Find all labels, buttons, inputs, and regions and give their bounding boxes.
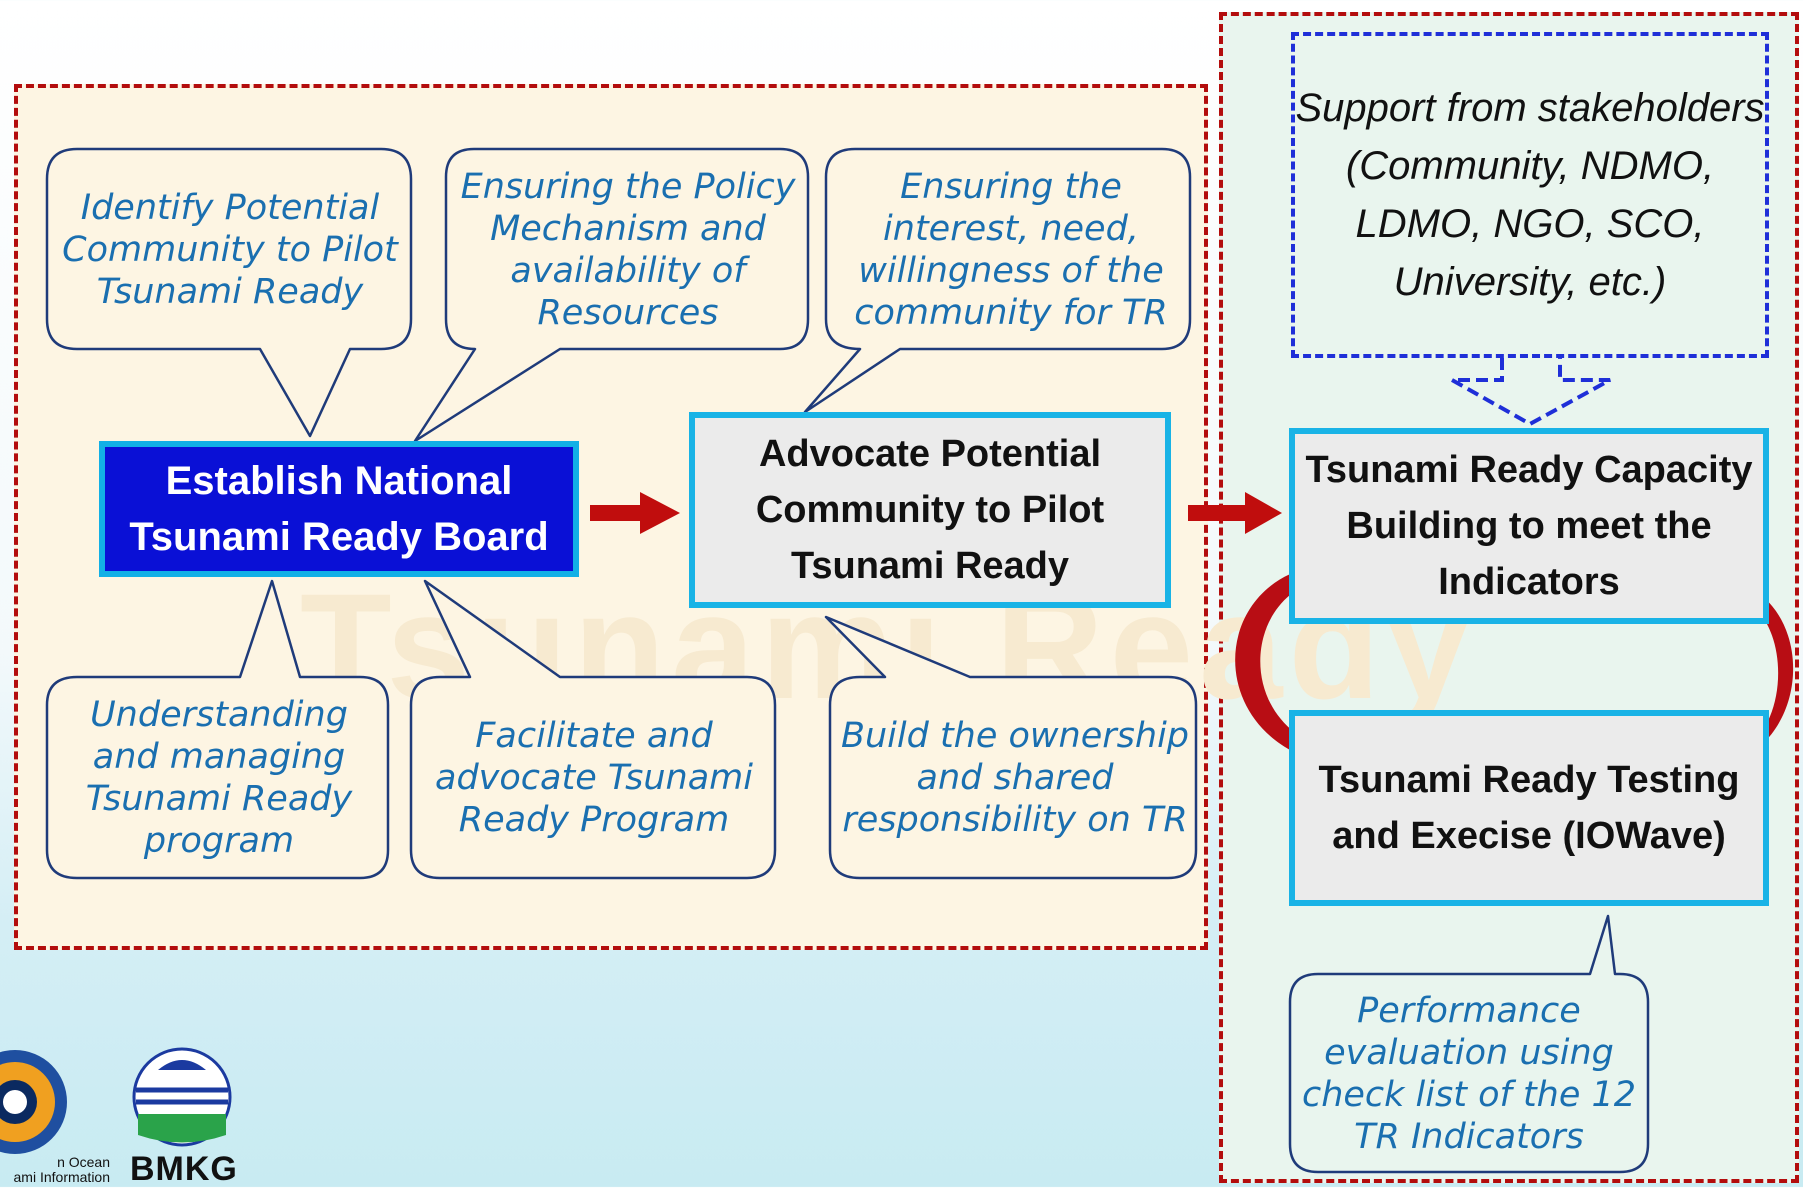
- testing-exercise-box: Tsunami Ready Testing and Execise (IOWav…: [1289, 710, 1769, 906]
- bubble-performance: Performance evaluation using check list …: [1301, 991, 1637, 1157]
- establish-board-box: Establish National Tsunami Ready Board: [99, 441, 579, 577]
- bubble-facilitate: Facilitate and advocate Tsunami Ready Pr…: [435, 716, 753, 840]
- bubble-facilitate-shape: [409, 579, 777, 880]
- arrow-right-icon: [1188, 492, 1282, 534]
- bubble-interest-shape: [803, 147, 1192, 414]
- iotic-caption-line2: ami Information: [13, 1169, 110, 1185]
- iotic-caption-line1: n Ocean: [57, 1154, 110, 1170]
- bubble-ownership: Build the ownership and shared responsib…: [840, 716, 1190, 840]
- iotic-logo-caption: n Ocean ami Information: [0, 1155, 110, 1185]
- capacity-building-box: Tsunami Ready Capacity Building to meet …: [1289, 428, 1769, 624]
- bubble-identify-shape: [45, 147, 413, 438]
- iotic-logo: [0, 1050, 67, 1154]
- stakeholder-support-box: Support from stakeholders (Community, ND…: [1291, 32, 1769, 358]
- bmkg-logo: [132, 1047, 232, 1147]
- bubble-performance-shape: [1288, 914, 1650, 1174]
- bmkg-logo-caption: BMKG: [130, 1150, 238, 1188]
- support-arrow-icon: [1444, 358, 1611, 427]
- advocate-community-box: Advocate Potential Community to Pilot Ts…: [689, 412, 1171, 608]
- bubble-identify: Identify Potential Community to Pilot Ts…: [62, 188, 398, 312]
- arrow-right-icon: [590, 492, 680, 534]
- bubble-interest: Ensuring the interest, need, willingness…: [854, 167, 1168, 333]
- bubble-policy-shape: [413, 147, 810, 443]
- bubble-policy: Ensuring the Policy Mechanism and availa…: [460, 167, 796, 333]
- bubble-ownership-shape: [824, 615, 1198, 880]
- bubble-understanding: Understanding and managing Tsunami Ready…: [85, 695, 353, 861]
- bubble-understanding-shape: [45, 579, 390, 880]
